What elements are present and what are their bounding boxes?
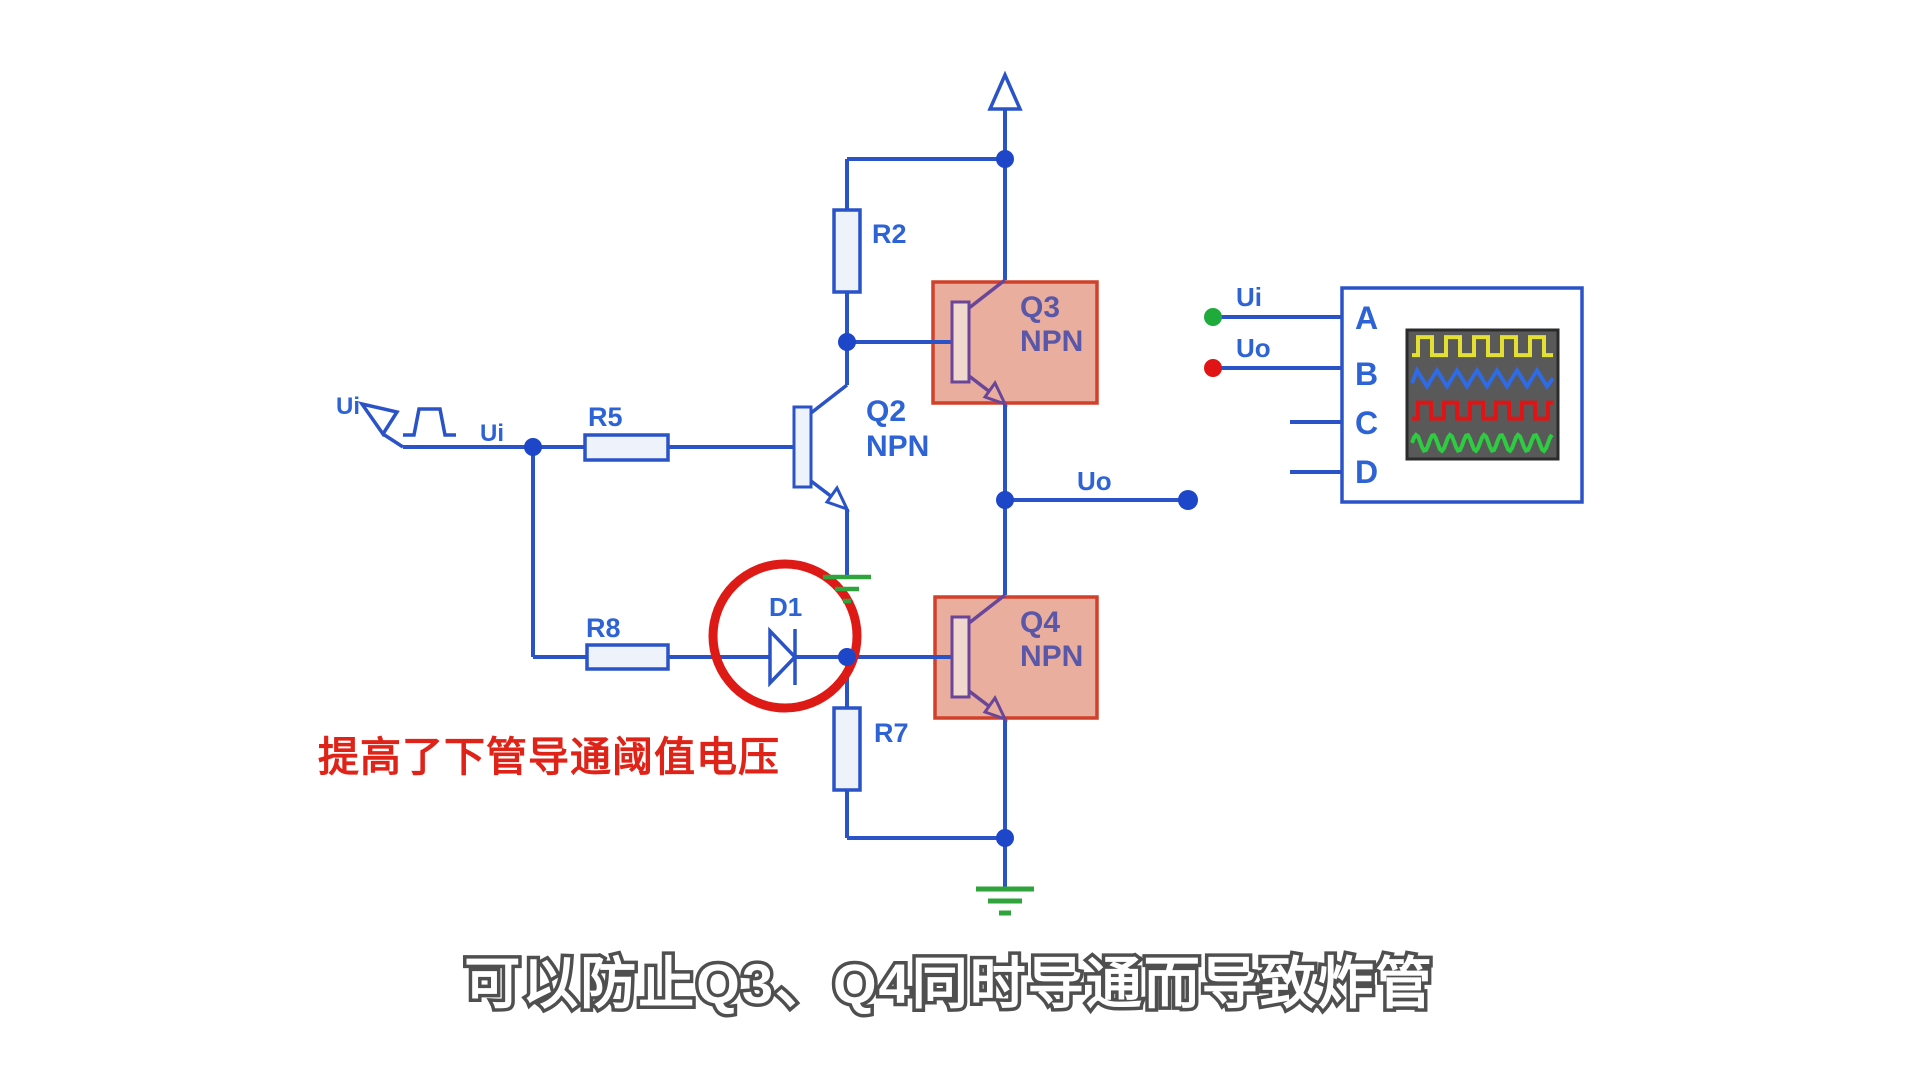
scope-channel-a: A xyxy=(1355,300,1378,336)
waveform-channel-C xyxy=(1412,400,1553,421)
scope-channel-d: D xyxy=(1355,454,1378,490)
q4-emitter xyxy=(967,689,992,709)
transistor-q3-symbol xyxy=(950,278,1008,407)
q4-emitter-arrow-icon xyxy=(982,695,1008,722)
transistor-q2-symbol xyxy=(792,383,850,512)
q2-ref-label: Q2 xyxy=(866,395,906,428)
q2-base-bar xyxy=(792,405,813,489)
q3-base-bar xyxy=(950,300,971,384)
wires xyxy=(403,109,1188,888)
q3-type-label: NPN xyxy=(1020,325,1083,358)
input-source: Ui xyxy=(336,393,456,449)
input-source-label: Ui xyxy=(336,393,360,420)
diode-triangle-icon xyxy=(768,626,798,688)
q2-collector xyxy=(809,383,849,415)
junction-dot xyxy=(996,150,1014,168)
diode-d1: D1 xyxy=(768,592,802,688)
scope-ui-dot xyxy=(1204,308,1222,326)
resistor-r8-body xyxy=(585,643,670,671)
resistor-r5-body xyxy=(583,433,670,462)
q2-type-label: NPN xyxy=(866,430,929,463)
q3-collector xyxy=(967,278,1007,310)
resistor-r8: R8 xyxy=(585,613,670,671)
q3-emitter xyxy=(967,374,992,394)
junction-dot xyxy=(838,648,856,666)
uo-node-label: Uo xyxy=(1077,466,1112,496)
oscilloscope: Ui Uo A B C D xyxy=(1204,282,1584,504)
vcc-arrow-icon xyxy=(987,70,1023,111)
junction-dots xyxy=(524,150,1198,847)
resistor-r2: R2 xyxy=(832,208,907,294)
scope-ui-label: Ui xyxy=(1236,282,1262,312)
probe-arrow-icon xyxy=(357,401,400,438)
resistor-r5: R5 xyxy=(583,402,670,462)
q4-base-bar xyxy=(950,615,971,699)
q4-collector xyxy=(967,593,1007,625)
scope-uo-label: Uo xyxy=(1236,333,1271,363)
scope-channel-b: B xyxy=(1355,356,1378,392)
junction-dot xyxy=(838,333,856,351)
scope-channel-c: C xyxy=(1355,405,1378,441)
resistor-r2-body xyxy=(832,208,862,294)
subtitle-caption: 可以防止Q3、Q4同时导通而导致炸管 xyxy=(464,952,1433,1015)
annotation-text: 提高了下管导通阈值电压 xyxy=(318,734,780,780)
resistor-r5-label: R5 xyxy=(588,402,623,432)
q4-ref-label: Q4 xyxy=(1020,606,1060,639)
ui-node-label: Ui xyxy=(480,420,504,447)
ground-bottom xyxy=(976,886,1034,916)
waveform-channel-A xyxy=(1412,335,1553,358)
resistor-r7-label: R7 xyxy=(874,718,909,748)
resistor-r8-label: R8 xyxy=(586,613,621,643)
resistor-r2-label: R2 xyxy=(872,219,907,249)
q3-emitter-arrow-icon xyxy=(982,380,1008,407)
junction-dot xyxy=(996,829,1014,847)
probe-connector xyxy=(382,432,404,449)
q4-type-label: NPN xyxy=(1020,640,1083,673)
junction-dot xyxy=(996,491,1014,509)
uo-terminal-dot xyxy=(1178,490,1198,510)
q3-ref-label: Q3 xyxy=(1020,291,1060,324)
scope-waveforms xyxy=(1410,335,1555,454)
pulse-waveform-icon xyxy=(403,407,456,437)
highlight-circle xyxy=(708,559,862,713)
diode-d1-label: D1 xyxy=(769,592,802,622)
junction-dot xyxy=(524,438,542,456)
resistor-r7-body xyxy=(832,706,862,792)
resistor-r7: R7 xyxy=(832,706,909,792)
scope-uo-dot xyxy=(1204,359,1222,377)
ground-q2-emitter xyxy=(823,574,871,604)
waveform-channel-B xyxy=(1410,365,1555,391)
q2-emitter xyxy=(809,479,834,499)
waveform-channel-D xyxy=(1410,432,1554,454)
transistor-q4-symbol xyxy=(950,593,1008,722)
q2-emitter-arrow-icon xyxy=(824,485,850,512)
